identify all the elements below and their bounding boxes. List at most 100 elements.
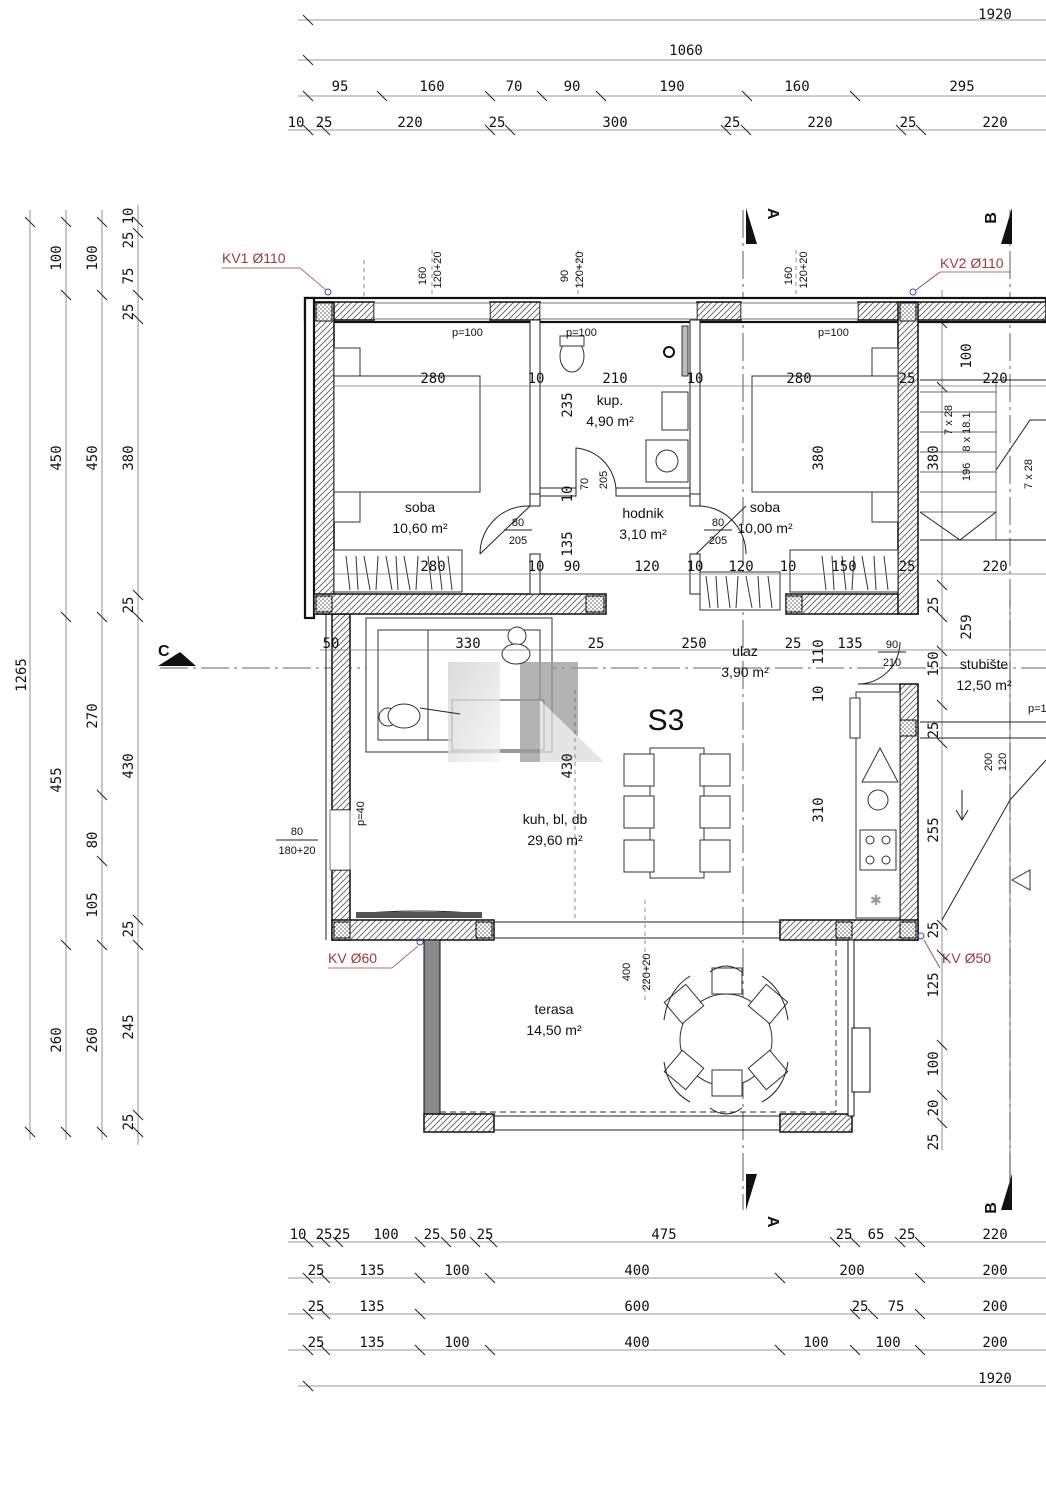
- dim-right-8: 25: [926, 922, 942, 939]
- dim-top-r3-1: 160: [419, 79, 444, 95]
- window-1-height: 120+20: [432, 251, 444, 288]
- stair-steps-3: 7 x 28: [1023, 459, 1035, 489]
- dim-top-r4-6: 220: [807, 115, 832, 131]
- dim-right-7: 255: [926, 817, 942, 842]
- dim-bot-r4-4: 100: [803, 1335, 828, 1351]
- dim-bot-r3-2: 600: [624, 1299, 649, 1315]
- window-2-height: 120+20: [574, 251, 586, 288]
- dim-top-r4-8: 220: [982, 115, 1007, 131]
- dim-left-c3-2: 75: [121, 268, 137, 285]
- dim-bot-r4-3: 400: [624, 1335, 649, 1351]
- dim-top-r4-1: 25: [316, 115, 333, 131]
- dim-top-r3-0: 95: [332, 79, 349, 95]
- idim-hall-h: 135: [560, 531, 576, 556]
- dim-left-c3-9: 25: [121, 1114, 137, 1131]
- plan-title: S3: [648, 704, 685, 737]
- pipe-kv2-label: KV2 Ø110: [940, 255, 1004, 271]
- idim-r2-gap: 25: [899, 371, 916, 387]
- dim-bot-r3-4: 75: [888, 1299, 905, 1315]
- dim-top-r4-2: 220: [397, 115, 422, 131]
- room-3-area: 3,10 m²: [619, 526, 667, 542]
- dim-top-r3-6: 295: [949, 79, 974, 95]
- dim-top-r4-7: 25: [900, 115, 917, 131]
- dim-left-c2-1: 450: [85, 445, 101, 470]
- idim-ent-w: 250: [681, 636, 706, 652]
- idim-hall-c: 120: [728, 559, 753, 575]
- dim-bot-r1-6: 25: [477, 1227, 494, 1243]
- section-a-bottom-label: A: [764, 1216, 781, 1228]
- dim-bot-r1-10: 25: [899, 1227, 916, 1243]
- parapet-3: p=100: [818, 327, 849, 339]
- dim-bot-r2-1: 135: [359, 1263, 384, 1279]
- dim-left-c1-1: 450: [49, 445, 65, 470]
- pipe-kv50-label: KV Ø50: [942, 950, 991, 966]
- idim-gap-b: 10: [687, 559, 704, 575]
- top-dimension-lines: 1920 1060 95 160 70 90 190 160 295 10 25…: [288, 7, 1046, 136]
- window-labels: 160 120+20 90 120+20 160 120+20 80 180+2…: [276, 251, 1046, 991]
- pipes: KV1 Ø110 KV2 Ø110 KV Ø60 KV Ø50: [222, 250, 1010, 969]
- room-7-area: 29,60 m²: [527, 832, 583, 848]
- door-3-width: 70: [579, 478, 591, 490]
- dim-left-c3-3: 25: [121, 304, 137, 321]
- dim-right-4: 259: [959, 614, 975, 639]
- dim-left-c1-2: 455: [49, 767, 65, 792]
- dim-bot-r1-9: 65: [868, 1227, 885, 1243]
- section-c-label: C: [158, 643, 170, 660]
- section-b-bottom-label: B: [983, 1202, 1000, 1214]
- parapet-5: p=15: [1028, 703, 1046, 715]
- dim-bot-r1-2: 25: [334, 1227, 351, 1243]
- idim-r1-gap: 10: [528, 371, 545, 387]
- dim-bot-r3-1: 135: [359, 1299, 384, 1315]
- idim-liv-gap: 25: [588, 636, 605, 652]
- stair-length: 196: [961, 463, 973, 481]
- room-8-area: 14,50 m²: [526, 1022, 582, 1038]
- bottom-dimension-lines: 10 25 25 100 25 50 25 475 25 65 25 220 2…: [288, 1227, 1046, 1392]
- idim-r2-w2: 150: [831, 559, 856, 575]
- dim-bot-r4-1: 135: [359, 1335, 384, 1351]
- dim-left-c3-1: 10: [121, 208, 137, 225]
- idim-bath-h: 235: [560, 392, 576, 417]
- room-6-area: 12,50 m²: [956, 677, 1012, 693]
- dim-top-1060: 1060: [669, 43, 703, 59]
- room-labels: soba 10,60 m² kup. 4,90 m² hodnik 3,10 m…: [392, 392, 1012, 1038]
- door-1-width: 80: [512, 517, 524, 529]
- idim-kit-h: 310: [811, 797, 827, 822]
- idim-liv-h: 430: [560, 753, 576, 778]
- idim-r2-w: 280: [786, 371, 811, 387]
- room-4-name: soba: [750, 499, 781, 515]
- dim-bot-r4-5: 100: [875, 1335, 900, 1351]
- dim-bot-r1-3: 100: [373, 1227, 398, 1243]
- dim-right-2: 380: [926, 445, 942, 470]
- dim-left-c2-2: 270: [85, 703, 101, 728]
- pipe-kv1-label: KV1 Ø110: [222, 250, 286, 266]
- dim-left-total: 1265: [14, 658, 30, 692]
- dim-right-6: 25: [926, 722, 942, 739]
- dim-bot-r4-0: 25: [308, 1335, 325, 1351]
- idim-ent-b: 135: [837, 636, 862, 652]
- dim-top-r3-2: 70: [506, 79, 523, 95]
- dim-left-c3-6: 430: [121, 753, 137, 778]
- dim-bot-r2-0: 25: [308, 1263, 325, 1279]
- dim-bot-r1-11: 220: [982, 1227, 1007, 1243]
- dim-left-c1-3: 260: [49, 1027, 65, 1052]
- idim-hall-gap: 10: [560, 486, 576, 503]
- section-c-arrow: [158, 652, 196, 666]
- window-5-width: 400: [621, 963, 633, 981]
- dim-right-11: 20: [926, 1100, 942, 1117]
- stair-dim-200: 200: [983, 753, 995, 771]
- door-3-height: 205: [598, 471, 610, 489]
- room-6-name: stubište: [960, 656, 1008, 672]
- idim-bath-gap: 10: [687, 371, 704, 387]
- section-b-bottom-arrow: [1001, 1174, 1012, 1210]
- dim-left-c2-5: 260: [85, 1027, 101, 1052]
- dim-left-c3-7: 25: [121, 921, 137, 938]
- left-dimension-lines: 1265 100 450 455 260 100 450 270 80 105 …: [14, 205, 144, 1145]
- door-2-width: 80: [712, 517, 724, 529]
- dim-left-c1-0: 100: [49, 245, 65, 270]
- dim-bot-r1-0: 10: [290, 1227, 307, 1243]
- bed-right: [751, 375, 899, 493]
- section-b-top-label: B: [983, 212, 1000, 224]
- walls: [303, 296, 1046, 1133]
- idim-gap-a: 10: [528, 559, 545, 575]
